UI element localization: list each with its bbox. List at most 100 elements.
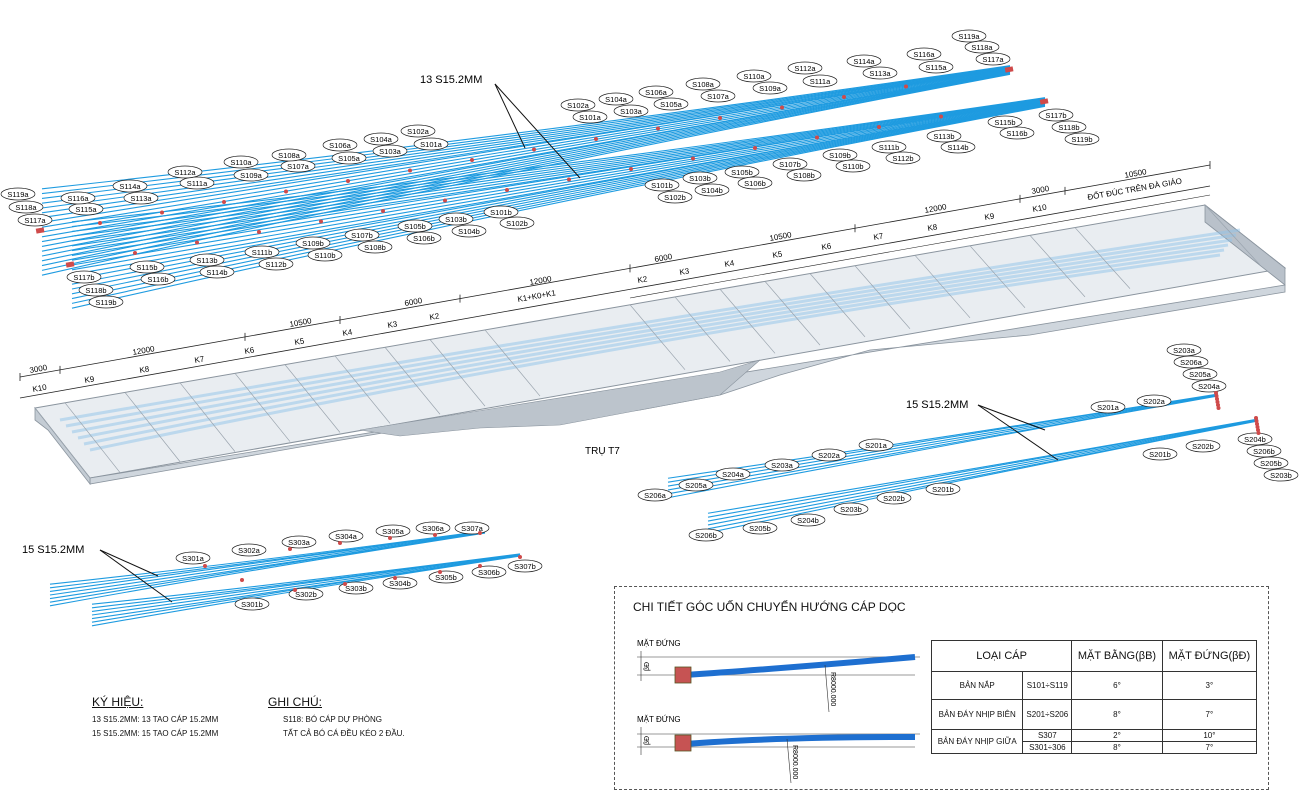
cable-tag: S116a xyxy=(906,47,942,61)
legend-title: KÝ HIỆU: xyxy=(92,695,144,709)
cable-strand xyxy=(71,97,1046,228)
cable-tag: S111b xyxy=(244,245,280,259)
svg-text:S302a: S302a xyxy=(238,546,261,555)
segment-label: K7 xyxy=(873,231,885,242)
anchor-dot xyxy=(1214,391,1218,395)
anchor-dot xyxy=(518,555,522,559)
cable-strand xyxy=(41,69,1011,238)
svg-text:S110a: S110a xyxy=(230,158,252,167)
cable-strand xyxy=(41,73,1011,271)
segment-joint xyxy=(629,304,686,370)
cable-strand xyxy=(71,97,1046,223)
cable-tag: S112b xyxy=(258,257,294,271)
anchor-dot xyxy=(293,588,297,592)
anchor-dot xyxy=(842,95,846,99)
cable-tag: S105a xyxy=(653,97,689,111)
anchor-dot xyxy=(1256,431,1261,435)
cable-tag: S115a xyxy=(918,60,954,74)
segment-joint xyxy=(809,273,866,338)
row-cables: S201÷S206 xyxy=(1022,699,1073,730)
cable-tag: S102b xyxy=(657,190,693,204)
anchor-dot xyxy=(443,198,447,203)
segment-joint xyxy=(914,255,971,319)
svg-text:S116b: S116b xyxy=(1006,129,1027,138)
cable-tag: S202b xyxy=(1185,439,1221,453)
dim-value: 12000 xyxy=(529,274,553,287)
col-cable-type: LOẠI CÁP xyxy=(930,640,1073,672)
segment-joint xyxy=(124,392,181,462)
svg-text:S118a: S118a xyxy=(15,203,37,212)
segment-joint xyxy=(719,288,776,354)
cable-tag: S108b xyxy=(357,240,393,254)
segment-label: K3 xyxy=(387,319,399,330)
anchor-dot xyxy=(338,541,342,545)
cable-tag: S205b xyxy=(1253,456,1289,470)
pier-label: TRỤ T7 xyxy=(585,446,620,457)
segment-label: K2 xyxy=(429,311,441,322)
svg-text:S115a: S115a xyxy=(75,205,97,214)
anchor-dot xyxy=(346,179,350,183)
cable-tag: S115b xyxy=(987,115,1023,129)
anchor-dot xyxy=(433,533,437,537)
anchor-head xyxy=(1039,98,1049,105)
cable-tag: S105b xyxy=(397,219,433,233)
anchor-dot xyxy=(284,189,288,194)
cable-tag: S117a xyxy=(17,213,53,227)
cable-tag: S101b xyxy=(644,178,680,192)
cable-tag: S306b xyxy=(471,565,507,579)
cable-tag: S203b xyxy=(1263,468,1299,482)
cable-tag: S103b xyxy=(438,212,474,226)
anchor-dot xyxy=(438,570,442,574)
anchor-dot xyxy=(195,240,199,245)
svg-text:S108b: S108b xyxy=(364,243,386,252)
cable-strand xyxy=(707,420,1259,530)
top-slab-cable-bundles xyxy=(35,65,1049,309)
segment-label: K4 xyxy=(724,258,736,269)
cable-tag: S114b xyxy=(199,265,235,279)
note-item: S118: BÓ CÁP DỰ PHÒNG xyxy=(283,715,383,724)
anchor-dot xyxy=(629,167,633,171)
segment-joint xyxy=(854,265,911,329)
segment-label: K7 xyxy=(194,354,206,365)
svg-text:S115a: S115a xyxy=(925,63,947,72)
svg-text:S113b: S113b xyxy=(933,132,954,141)
cable-strand xyxy=(71,100,1046,261)
cable-tag: S204b xyxy=(790,513,826,527)
cable-tag: S102b xyxy=(499,216,535,230)
cable-tag: S119b xyxy=(1064,132,1100,146)
svg-text:S203b: S203b xyxy=(1270,471,1292,480)
anchor-dot xyxy=(753,146,757,150)
svg-text:S205a: S205a xyxy=(1189,370,1212,379)
row-elev: 7° xyxy=(1161,699,1258,730)
anchor-dot xyxy=(567,177,571,182)
cable-tag: S104a xyxy=(363,132,399,146)
svg-text:S306a: S306a xyxy=(422,524,445,533)
svg-text:S101a: S101a xyxy=(420,140,443,149)
cable-tag: S113b xyxy=(189,253,225,267)
svg-text:S202a: S202a xyxy=(818,451,841,460)
cable-strand xyxy=(49,530,486,585)
cable-tag: S205a xyxy=(1182,367,1218,381)
cable-strand xyxy=(49,530,486,589)
svg-text:S202b: S202b xyxy=(1192,442,1214,451)
top-slab-cable-labels: 13 S15.2MMS101aS102aS103aS104aS105aS106a… xyxy=(0,29,1100,309)
angle-symbol: βĐ xyxy=(644,662,651,671)
cable-tag: S201b xyxy=(925,482,961,496)
cable-tag: S303b xyxy=(338,581,374,595)
note-item: TẤT CẢ BÓ CÁ ĐỀU KÉO 2 ĐẦU. xyxy=(283,729,405,738)
cable-tag: S117a xyxy=(975,52,1011,66)
segment-label: K8 xyxy=(927,222,939,233)
legend-item: 13 S15.2MM: 13 TAO CÁP 15.2MM xyxy=(92,715,219,724)
cable-tag: S203b xyxy=(833,502,869,516)
cable-tag: S105a xyxy=(331,151,367,165)
svg-text:S107b: S107b xyxy=(351,231,373,240)
cable-strand xyxy=(707,419,1259,526)
anchor-head xyxy=(35,227,45,234)
svg-text:S103a: S103a xyxy=(620,107,643,116)
svg-text:S110a: S110a xyxy=(743,72,765,81)
svg-text:S206a: S206a xyxy=(644,491,667,500)
cable-tag: S115b xyxy=(129,260,165,274)
dimension-chain xyxy=(19,164,1211,399)
cable-strand xyxy=(49,531,486,592)
anchor-dot xyxy=(381,209,385,213)
